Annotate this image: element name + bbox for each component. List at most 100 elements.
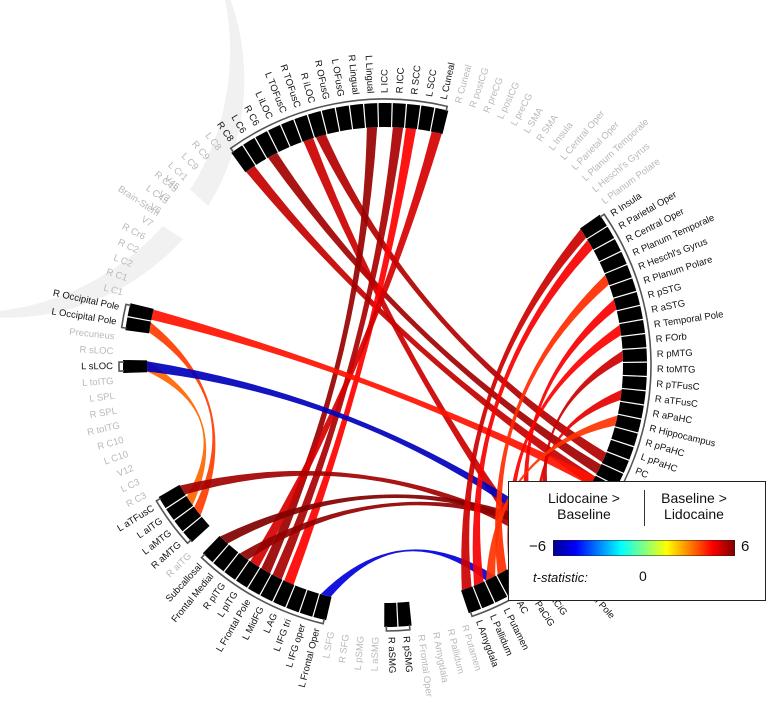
region-l-icc-label: L ICC — [380, 69, 391, 93]
region-l-putamen-segment — [485, 575, 508, 603]
region-l-midfg-segment — [260, 574, 283, 602]
region-frontal-medial-segment — [213, 544, 239, 572]
region-pc-label: PC — [633, 466, 650, 481]
connection-chord-9 — [149, 322, 216, 516]
region-r-pmtg-label: R pMTG — [657, 348, 693, 360]
region-precuneus-label: Precuneus — [69, 327, 116, 343]
legend-right-header: Baseline > Lidocaine — [661, 490, 727, 522]
region-r-central-oper-segment — [593, 239, 621, 262]
legend: Lidocaine > Baseline Baseline > Lidocain… — [508, 481, 766, 601]
connection-chord-8 — [151, 309, 596, 486]
region-l-scc-segment — [418, 105, 435, 132]
region-l-frontal-oper-segment — [313, 593, 332, 621]
region-r-ptfusc-label: R pTFusC — [656, 379, 700, 393]
group-bracket-4 — [200, 553, 326, 625]
region-r-pitg-segment — [224, 553, 249, 580]
region-r-frontal-oper-label: R Frontal Oper — [415, 634, 434, 698]
region-r-lingual-segment — [349, 103, 365, 130]
region-r-forb-label: R FOrb — [655, 331, 687, 345]
region-l-tofusc-segment — [281, 119, 302, 147]
region-l-atfusc-segment — [158, 484, 186, 509]
region-r-scc-label: R SCC — [409, 65, 423, 96]
region-l-aitg-segment — [166, 495, 194, 520]
group-bracket-5 — [155, 497, 192, 545]
group-bracket-6 — [118, 361, 125, 372]
region-l-cuneal-segment — [430, 107, 449, 135]
group-bracket-7 — [120, 303, 132, 329]
region-l-ag-segment — [273, 580, 295, 608]
region-l-iloc-segment — [268, 124, 290, 153]
legend-max-label: 6 — [741, 538, 750, 555]
group-bracket-1 — [599, 213, 652, 513]
region-l-c6-segment — [243, 137, 267, 165]
region-l-sloc-label: L sLOC — [81, 361, 113, 372]
region-r-parietal-oper-segment — [587, 226, 615, 250]
region-r-spl-label: R SPL — [89, 406, 118, 421]
region-pc-segment — [601, 452, 629, 473]
region-r-c8-segment — [231, 145, 256, 173]
inactive-region-ring — [0, 0, 245, 318]
region-r-apahc-segment — [617, 401, 644, 419]
connection-chord-17 — [461, 229, 587, 591]
legend-left-header: Lidocaine > Baseline — [547, 490, 620, 522]
region-r-temporal-pole-segment — [619, 319, 646, 336]
region-r-amtg-segment — [183, 516, 210, 543]
region-l-pallidum-segment — [473, 581, 495, 609]
region-r-insula-segment — [580, 214, 607, 239]
region-l-ofusg-segment — [335, 105, 353, 132]
region-l-ofusg-label: L OFusG — [329, 58, 346, 97]
region-r-scc-segment — [405, 103, 421, 130]
region-r-hippocampus-segment — [614, 414, 642, 433]
region-l-hippocampus-segment — [596, 464, 624, 486]
region-r-tofusc-segment — [294, 114, 314, 142]
region-l-ppahc-segment — [606, 439, 634, 460]
region-r-tomtg-segment — [622, 362, 648, 376]
region-r-pstg-segment — [613, 292, 640, 311]
region-r-icc-label: R ICC — [394, 67, 406, 94]
region-subcallosal-segment — [202, 536, 229, 563]
region-r-c6-segment — [255, 131, 278, 159]
connection-chord-0 — [246, 165, 596, 486]
legend-divider — [644, 490, 645, 526]
region-l-sfg-label: L SFG — [321, 631, 337, 660]
region-r-pmtg-segment — [622, 348, 647, 362]
region-r-tomtg-label: R toMTG — [657, 364, 696, 376]
connection-chord-2 — [303, 138, 539, 554]
region-r-heschl-s-gyrus-segment — [604, 264, 632, 286]
region-ac-label: AC — [514, 599, 530, 616]
connection-chord-6 — [261, 127, 378, 574]
region-r-sloc-label: R sLOC — [79, 345, 113, 358]
colorbar — [553, 540, 735, 556]
region-r-psmg-segment — [397, 601, 412, 627]
region-r-icc-segment — [392, 103, 406, 128]
region-r-ppahc-segment — [611, 427, 638, 447]
region-r-psmg-label: R pSMG — [400, 636, 414, 673]
region-r-sfg-label: R SFG — [337, 633, 352, 663]
region-l-ag-label: L AG — [262, 612, 280, 635]
region-r-forb-segment — [621, 334, 647, 349]
connection-chord-5 — [284, 127, 417, 585]
region-l-lingual-label: L Lingual — [363, 55, 376, 94]
group-bracket-0 — [229, 98, 449, 153]
region-l-frontal-pole-segment — [248, 567, 271, 595]
legend-min-label: −6 — [529, 538, 547, 555]
region-l-amygdala-segment — [461, 586, 482, 614]
region-l-psmg-label: L pSMG — [353, 635, 367, 670]
region-r-lingual-label: R Lingual — [345, 54, 360, 95]
region-l-sloc-segment — [123, 359, 148, 374]
region-r-atfusc-segment — [620, 388, 646, 405]
region-v6-label: V6 — [147, 201, 163, 217]
legend-caption-text: t-statistic: — [533, 570, 588, 585]
region-l-asmg-label: L aSMG — [370, 637, 382, 672]
region-l-spl-label: L SPL — [89, 391, 116, 405]
region-v7-label: V7 — [139, 214, 155, 229]
region-r-planum-polare-segment — [609, 278, 637, 298]
group-bracket-3 — [385, 624, 411, 632]
region-l-occipital-pole-segment — [125, 317, 151, 334]
region-l-toitg-label: L toITG — [82, 376, 114, 389]
region-r-atfusc-label: R aTFusC — [654, 394, 698, 410]
legend-zero-label: 0 — [639, 568, 647, 584]
region-r-ptfusc-segment — [621, 375, 647, 391]
